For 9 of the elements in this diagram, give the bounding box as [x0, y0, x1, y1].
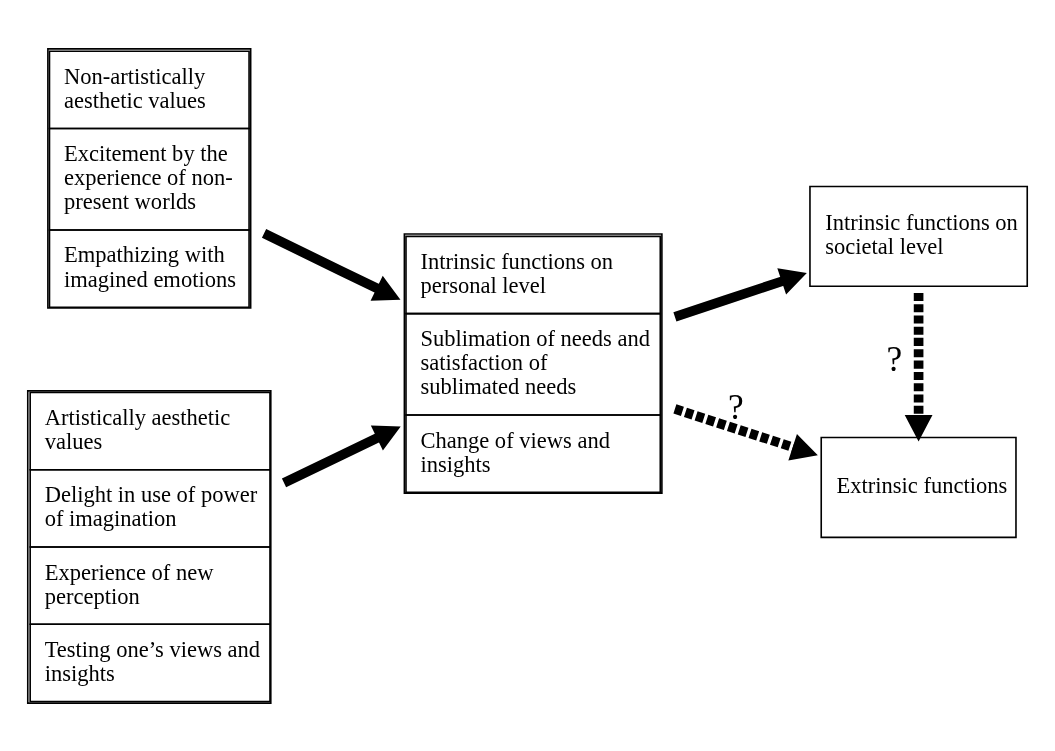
- arrow: [673, 403, 818, 460]
- node-box: Intrinsic functions on societal level: [809, 185, 1029, 287]
- edge-label: ?: [728, 386, 744, 427]
- arrow: [261, 228, 401, 301]
- node-box: Extrinsic functions: [820, 436, 1017, 538]
- arrow: [281, 425, 401, 487]
- arrow: [673, 267, 807, 321]
- arrow: [904, 292, 933, 441]
- edge-label: ?: [886, 338, 903, 379]
